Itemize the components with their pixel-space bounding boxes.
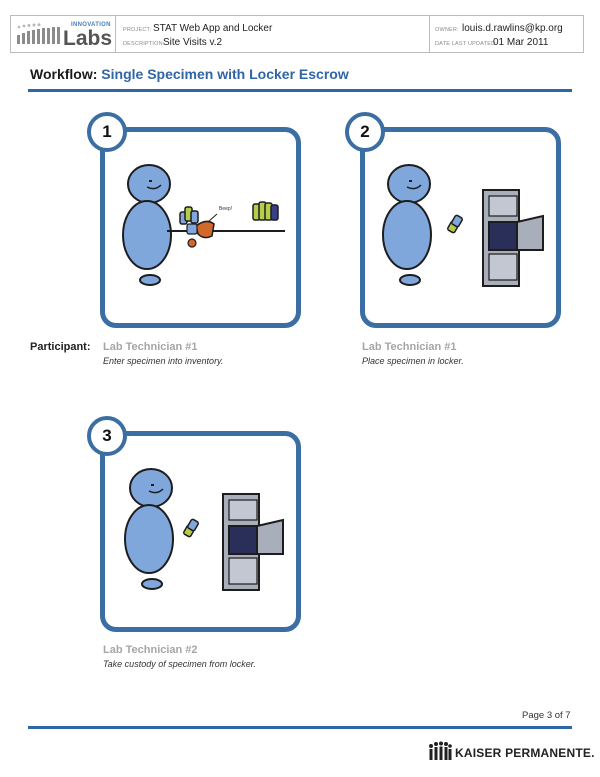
person-head-icon [129,468,173,508]
step-2-illustration [382,164,544,287]
step-3-panel [100,431,301,632]
step-2-badge: 2 [345,112,385,152]
participant-label: Participant: [30,341,91,353]
description-label: DESCRIPTION: [123,41,165,47]
logo-bars-icon [17,23,60,44]
step-1-description: Enter specimen into inventory. [103,356,224,366]
step-2-panel [360,127,561,328]
locker-icon [222,493,284,591]
person-body-icon [124,504,174,574]
date-value: 01 Mar 2011 [493,37,549,48]
header-divider [429,16,430,52]
logo-small-text: INNOVATION [71,22,111,28]
page-number: Page 3 of 7 [522,710,571,721]
step-1-role: Lab Technician #1 [103,341,198,353]
page-title: Workflow: Single Specimen with Locker Es… [30,66,349,82]
owner-value[interactable]: louis.d.rawlins@kp.org [462,23,563,34]
kaiser-permanente-logo-icon [429,741,452,760]
step-3-description: Take custody of specimen from locker. [103,659,256,669]
project-label: PROJECT: [123,27,152,33]
title-main: Single Specimen with Locker Escrow [101,66,349,82]
logo-big-text: Labs [63,27,113,50]
step-3-illustration [124,468,284,591]
step-1-illustration [122,164,285,286]
scanner-icon [195,220,215,239]
person-head-icon [127,164,171,204]
description-value: Site Visits v.2 [163,37,223,48]
date-label: DATE LAST UPDATED: [435,41,497,47]
step-1-badge: 1 [87,112,127,152]
title-rule [28,89,572,92]
step-2-role: Lab Technician #1 [362,341,457,353]
step-2-description: Place specimen in locker. [362,356,464,366]
owner-label: OWNER: [435,27,459,33]
step-1-panel: Beep! [100,127,301,328]
brand-text: KAISER PERMANENTE. [455,746,595,760]
step-3-role: Lab Technician #2 [103,644,198,656]
title-prefix: Workflow: [30,66,98,82]
person-body-icon [382,200,432,270]
document-header: INNOVATION Labs PROJECT: STAT Web App an… [10,15,584,53]
step-3-badge: 3 [87,416,127,456]
beep-bubble: Beep! [219,206,233,212]
person-body-icon [122,200,172,270]
locker-icon [482,189,544,287]
footer-rule [28,726,572,729]
innovation-labs-logo: INNOVATION Labs [11,16,116,52]
person-head-icon [387,164,431,204]
project-value: STAT Web App and Locker [153,23,273,34]
